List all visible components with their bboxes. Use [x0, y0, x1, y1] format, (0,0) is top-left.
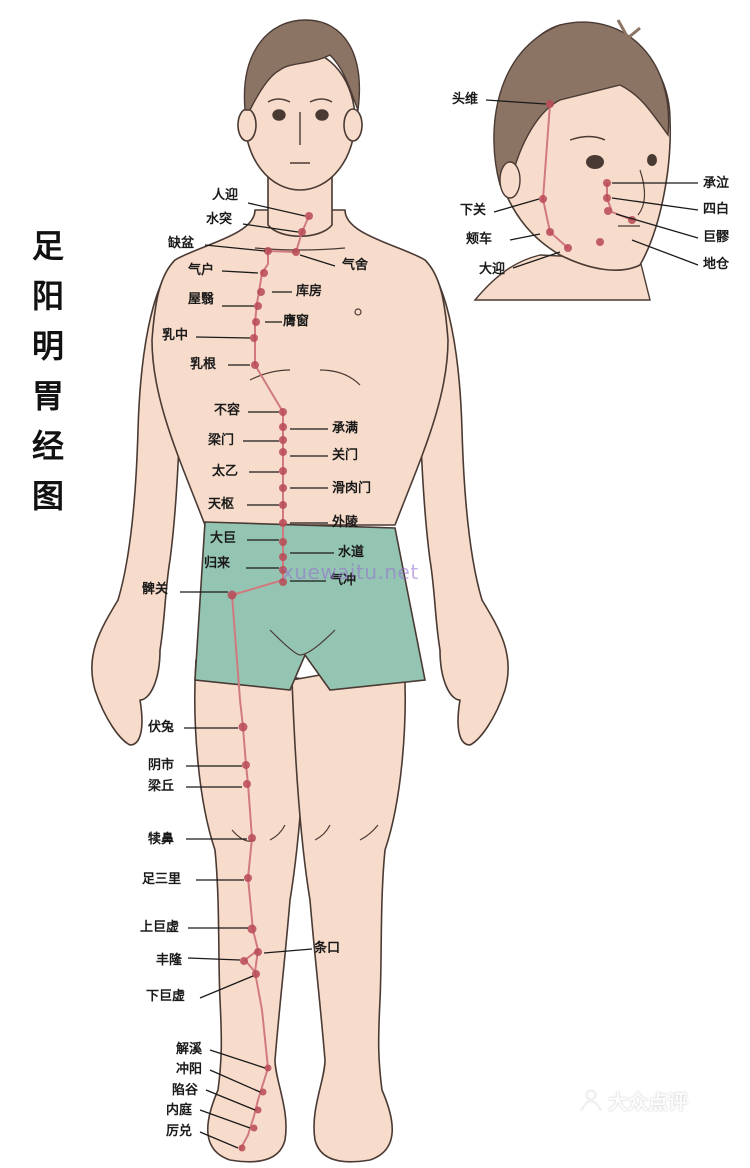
point-label: 下巨虚 [146, 989, 186, 1004]
brand-logo: 大众点评 [578, 1086, 688, 1115]
title-char: 经 [31, 427, 64, 465]
point-label: 犊鼻 [148, 832, 175, 847]
point-label-jiache: 颊车 [466, 232, 493, 247]
left-ear [237, 108, 257, 142]
face-features [267, 98, 333, 164]
right-leg [291, 659, 406, 1163]
point-label: 冲阳 [176, 1062, 203, 1077]
acupoints [227, 100, 636, 1152]
body-figure [91, 49, 509, 1163]
watermark: xuewaitu.net [282, 560, 419, 584]
point-label: 上巨虚 [140, 920, 180, 935]
point-label: 库房 [296, 284, 323, 299]
point-label: 梁丘 [148, 779, 175, 794]
point-label: 阴市 [148, 758, 175, 773]
right-ear [343, 108, 363, 142]
point-label: 滑肉门 [332, 481, 372, 496]
point-label: 水突 [206, 212, 233, 227]
point-label-xiaguan: 下关 [460, 203, 487, 218]
point-label: 丰隆 [156, 953, 183, 968]
point-label: 天枢 [208, 497, 235, 512]
point-label: 承满 [332, 421, 359, 436]
point-label: 外陵 [332, 515, 359, 530]
diagram-title: 足 阳 明 胃 经 图 [28, 228, 68, 514]
point-label: 解溪 [176, 1042, 203, 1057]
brand-text: 大众点评 [608, 1090, 688, 1114]
point-label-dicang: 地仓 [703, 257, 730, 272]
point-label: 气舍 [342, 258, 369, 273]
point-label: 足三里 [142, 872, 182, 887]
point-label-daying: 大迎 [479, 262, 506, 277]
point-label: 气冲 [330, 573, 357, 588]
point-label: 陷谷 [172, 1083, 199, 1098]
point-label: 内庭 [166, 1103, 193, 1118]
leader-lines [180, 99, 699, 1149]
point-label: 乳中 [162, 328, 189, 343]
point-label-touwei: 头维 [452, 92, 479, 107]
point-label: 太乙 [212, 464, 239, 479]
point-label: 屋翳 [188, 292, 215, 307]
point-label-juliao: 巨髎 [703, 230, 730, 245]
shorts [194, 521, 426, 691]
title-char: 阳 [31, 277, 64, 315]
point-label: 大巨 [210, 531, 237, 546]
title-char: 明 [31, 327, 64, 365]
point-label: 梁门 [208, 433, 235, 448]
point-label: 膺窗 [283, 314, 310, 329]
point-label: 条口 [314, 941, 341, 956]
torso [151, 209, 449, 526]
point-label: 不容 [214, 403, 241, 418]
title-char: 图 [31, 477, 64, 515]
title-char: 足 [31, 227, 64, 265]
point-label: 伏兔 [148, 720, 175, 735]
point-label: 水道 [338, 545, 365, 560]
point-label-chengqi: 承泣 [703, 176, 730, 191]
point-label: 厉兑 [166, 1124, 193, 1139]
dianping-person-icon [579, 1088, 603, 1112]
point-label: 气户 [188, 263, 215, 278]
point-label: 关门 [332, 448, 359, 463]
point-label-sibai: 四白 [703, 202, 730, 217]
point-label: 髀关 [142, 582, 169, 597]
chest-details [249, 247, 362, 386]
point-label: 乳根 [190, 357, 217, 372]
hair [243, 19, 360, 113]
title-char: 胃 [31, 377, 64, 415]
point-label: 缺盆 [168, 236, 195, 251]
face-inset [473, 19, 672, 301]
point-label: 归来 [204, 556, 231, 571]
point-label: 人迎 [212, 188, 239, 203]
